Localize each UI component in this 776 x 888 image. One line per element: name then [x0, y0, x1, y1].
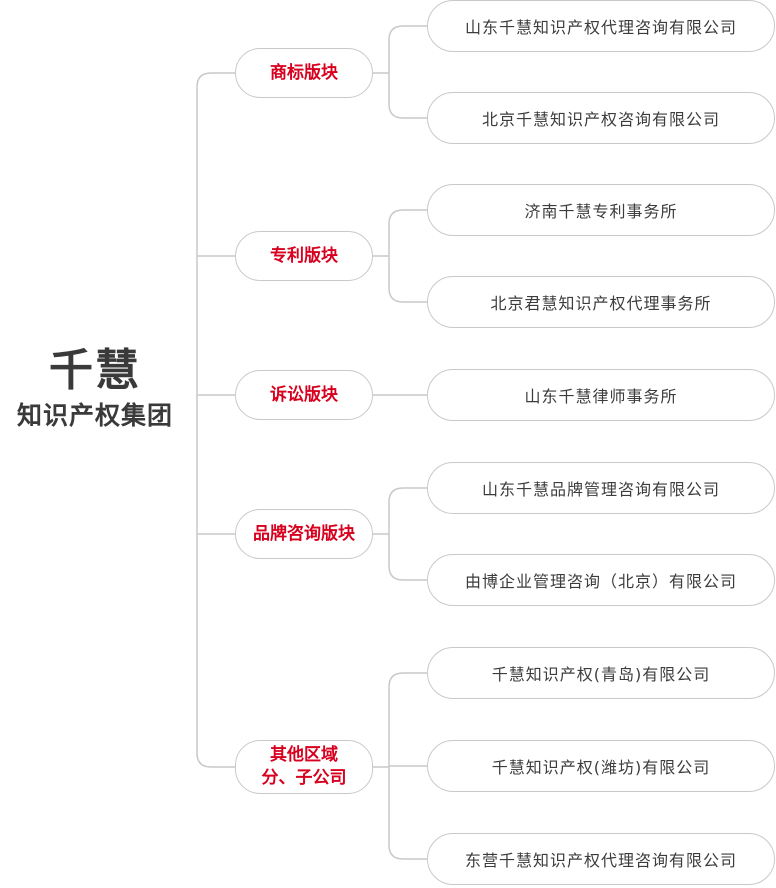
- category-trademark: 商标版块: [235, 48, 373, 98]
- category-label: 专利版块: [270, 245, 338, 266]
- company-node: 北京千慧知识产权咨询有限公司: [427, 92, 775, 144]
- category-label: 诉讼版块: [270, 384, 338, 405]
- spine-line: [388, 25, 427, 119]
- company-node: 千慧知识产权(潍坊)有限公司: [427, 740, 775, 792]
- category-label: 品牌咨询版块: [253, 523, 355, 544]
- company-node: 千慧知识产权(青岛)有限公司: [427, 647, 775, 699]
- branch-line: [196, 752, 235, 768]
- company-node: 山东千慧律师事务所: [427, 369, 775, 421]
- root-title: 千慧: [49, 345, 141, 396]
- company-node: 山东千慧品牌管理咨询有限公司: [427, 462, 775, 514]
- company-node: 济南千慧专利事务所: [427, 184, 775, 236]
- branch-line: [196, 72, 235, 88]
- category-label: 商标版块: [270, 62, 338, 83]
- company-node: 由博企业管理咨询（北京）有限公司: [427, 554, 775, 606]
- category-brand-consulting: 品牌咨询版块: [235, 509, 373, 559]
- category-patent: 专利版块: [235, 231, 373, 281]
- root-subtitle: 知识产权集团: [16, 401, 173, 430]
- spine-line: [388, 487, 427, 581]
- category-other-regions: 其他区域 分、子公司: [235, 740, 373, 794]
- company-node: 北京君慧知识产权代理事务所: [427, 276, 775, 328]
- category-label: 分、子公司: [261, 768, 347, 788]
- category-litigation: 诉讼版块: [235, 370, 373, 420]
- company-node: 东营千慧知识产权代理咨询有限公司: [427, 833, 775, 885]
- category-label: 其他区域: [270, 745, 338, 765]
- spine-line: [388, 209, 427, 303]
- company-node: 山东千慧知识产权代理咨询有限公司: [427, 0, 775, 52]
